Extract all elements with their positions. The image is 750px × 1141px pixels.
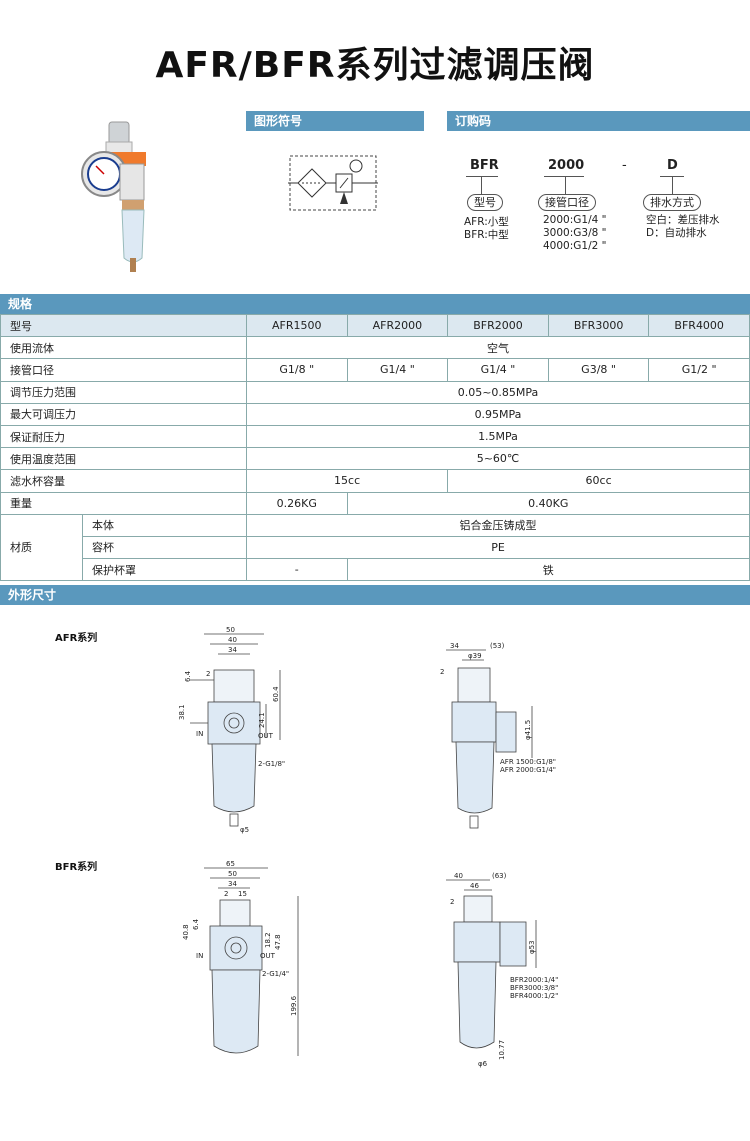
symbol-section-header: 图形符号	[246, 111, 424, 131]
table-row: 材质 本体 铝合金压铸成型	[0, 513, 750, 582]
dim-text: AFR 1500:G1/8"	[500, 758, 556, 766]
order-label-port: 接管口径	[538, 194, 596, 211]
dim-text: (53)	[490, 642, 505, 650]
dim-text: IN	[196, 730, 203, 738]
order-code-section-header: 订购码	[447, 111, 750, 131]
page-title: AFR/BFR系列过滤调压阀	[155, 45, 595, 86]
afr-series-label: AFR系列	[55, 633, 98, 644]
pneumatic-symbol-icon	[288, 155, 378, 211]
table-row: 调节压力范围 0.05~0.85MPa	[0, 380, 750, 404]
table-row: 接管口径 G1/8 " G1/4 " G1/4 " G3/8 " G1/2 "	[0, 358, 750, 382]
afr-side-drawing: 34 φ39 (53) 2 φ41.5 AFR 1500:G1/8" AFR 2…	[440, 642, 556, 829]
order-notes-drain: 空白：差压排水 D：自动排水	[646, 214, 720, 239]
dim-text: 34	[228, 880, 237, 888]
order-label-drain: 排水方式	[643, 194, 701, 211]
dim-text: OUT	[258, 732, 274, 740]
order-code-drain: D	[667, 158, 678, 173]
dim-text: 199.6	[290, 995, 298, 1016]
table-row: 型号 AFR1500 AFR2000 BFR2000 BFR3000 BFR40…	[0, 313, 750, 338]
dim-text: φ39	[468, 652, 482, 660]
table-row: 重量 0.26KG 0.40KG	[0, 491, 750, 515]
order-notes-port: 2000:G1/4 " 3000:G3/8 " 4000:G1/2 "	[543, 214, 607, 252]
dim-text: 38.1	[178, 704, 186, 720]
spec-table: 型号 AFR1500 AFR2000 BFR2000 BFR3000 BFR40…	[0, 313, 750, 582]
dim-text: OUT	[260, 952, 276, 960]
product-photo	[81, 121, 146, 272]
order-label-model: 型号	[467, 194, 503, 211]
dim-text: 40.8	[182, 924, 190, 940]
dim-text: BFR3000:3/8"	[510, 984, 558, 992]
table-row: 容杯 PE	[1, 535, 750, 560]
bfr-series-label: BFR系列	[55, 862, 98, 873]
dim-text: φ5	[240, 826, 249, 834]
dim-text: IN	[196, 952, 203, 960]
order-code-port: 2000	[548, 158, 585, 173]
dim-text: 2	[224, 890, 228, 898]
dim-text: 50	[228, 870, 237, 878]
dim-text: φ53	[528, 940, 536, 954]
dim-text: 2-G1/4"	[262, 970, 289, 978]
table-row: 滤水杯容量 15cc 60cc	[0, 469, 750, 493]
dim-text: 24.1	[258, 712, 266, 728]
dim-text: 6.4	[184, 670, 192, 682]
dim-text: BFR2000:1/4"	[510, 976, 558, 984]
dim-text: 60.4	[272, 686, 280, 702]
dim-text: 40	[228, 636, 237, 644]
dim-text: 18.2	[264, 932, 272, 948]
order-code-dash: -	[622, 158, 627, 173]
dim-text: 47.8	[274, 934, 282, 950]
dim-text: 34	[450, 642, 459, 650]
bfr-side-drawing: 40 (63) 46 2 φ53 BFR2000:1/4" BFR3000:3/…	[446, 872, 558, 1068]
table-row: 保护杯罩 - 铁	[1, 558, 750, 582]
dim-text: 2	[450, 898, 454, 906]
dim-text: 2	[440, 668, 444, 676]
afr-front-drawing: 50 40 34 2 6.4 38.1 60.4 24.1 IN OUT 2-G…	[178, 626, 285, 834]
dim-text: 6.4	[192, 918, 200, 930]
dim-text: 2	[206, 670, 210, 678]
dim-text: AFR 2000:G1/4"	[500, 766, 556, 774]
order-notes-model: AFR:小型 BFR:中型	[464, 216, 509, 241]
dim-text: 50	[226, 626, 235, 634]
dimensions-section-header: 外形尺寸	[0, 585, 750, 605]
dim-text: 34	[228, 646, 237, 654]
bfr-front-drawing: 65 50 34 2 15 40.8 6.4 18.2 47.8 IN OUT …	[182, 860, 299, 1056]
dim-text: φ41.5	[524, 720, 532, 740]
table-row: 最大可调压力 0.95MPa	[0, 402, 750, 426]
dim-text: 65	[226, 860, 235, 868]
dim-text: 10.77	[498, 1040, 506, 1060]
table-row: 保证耐压力 1.5MPa	[0, 424, 750, 449]
dim-text: 15	[238, 890, 247, 898]
dim-text: (63)	[492, 872, 507, 880]
table-row: 使用流体 空气	[0, 336, 750, 360]
table-row: 使用温度范围 5~60℃	[0, 447, 750, 471]
dim-text: BFR4000:1/2"	[510, 992, 558, 1000]
dim-text: 46	[470, 882, 479, 890]
order-code-model: BFR	[470, 158, 499, 173]
dim-text: 40	[454, 872, 463, 880]
dim-text: 2-G1/8"	[258, 760, 285, 768]
spec-section-header: 规格	[0, 294, 750, 314]
dim-text: φ6	[478, 1060, 488, 1068]
